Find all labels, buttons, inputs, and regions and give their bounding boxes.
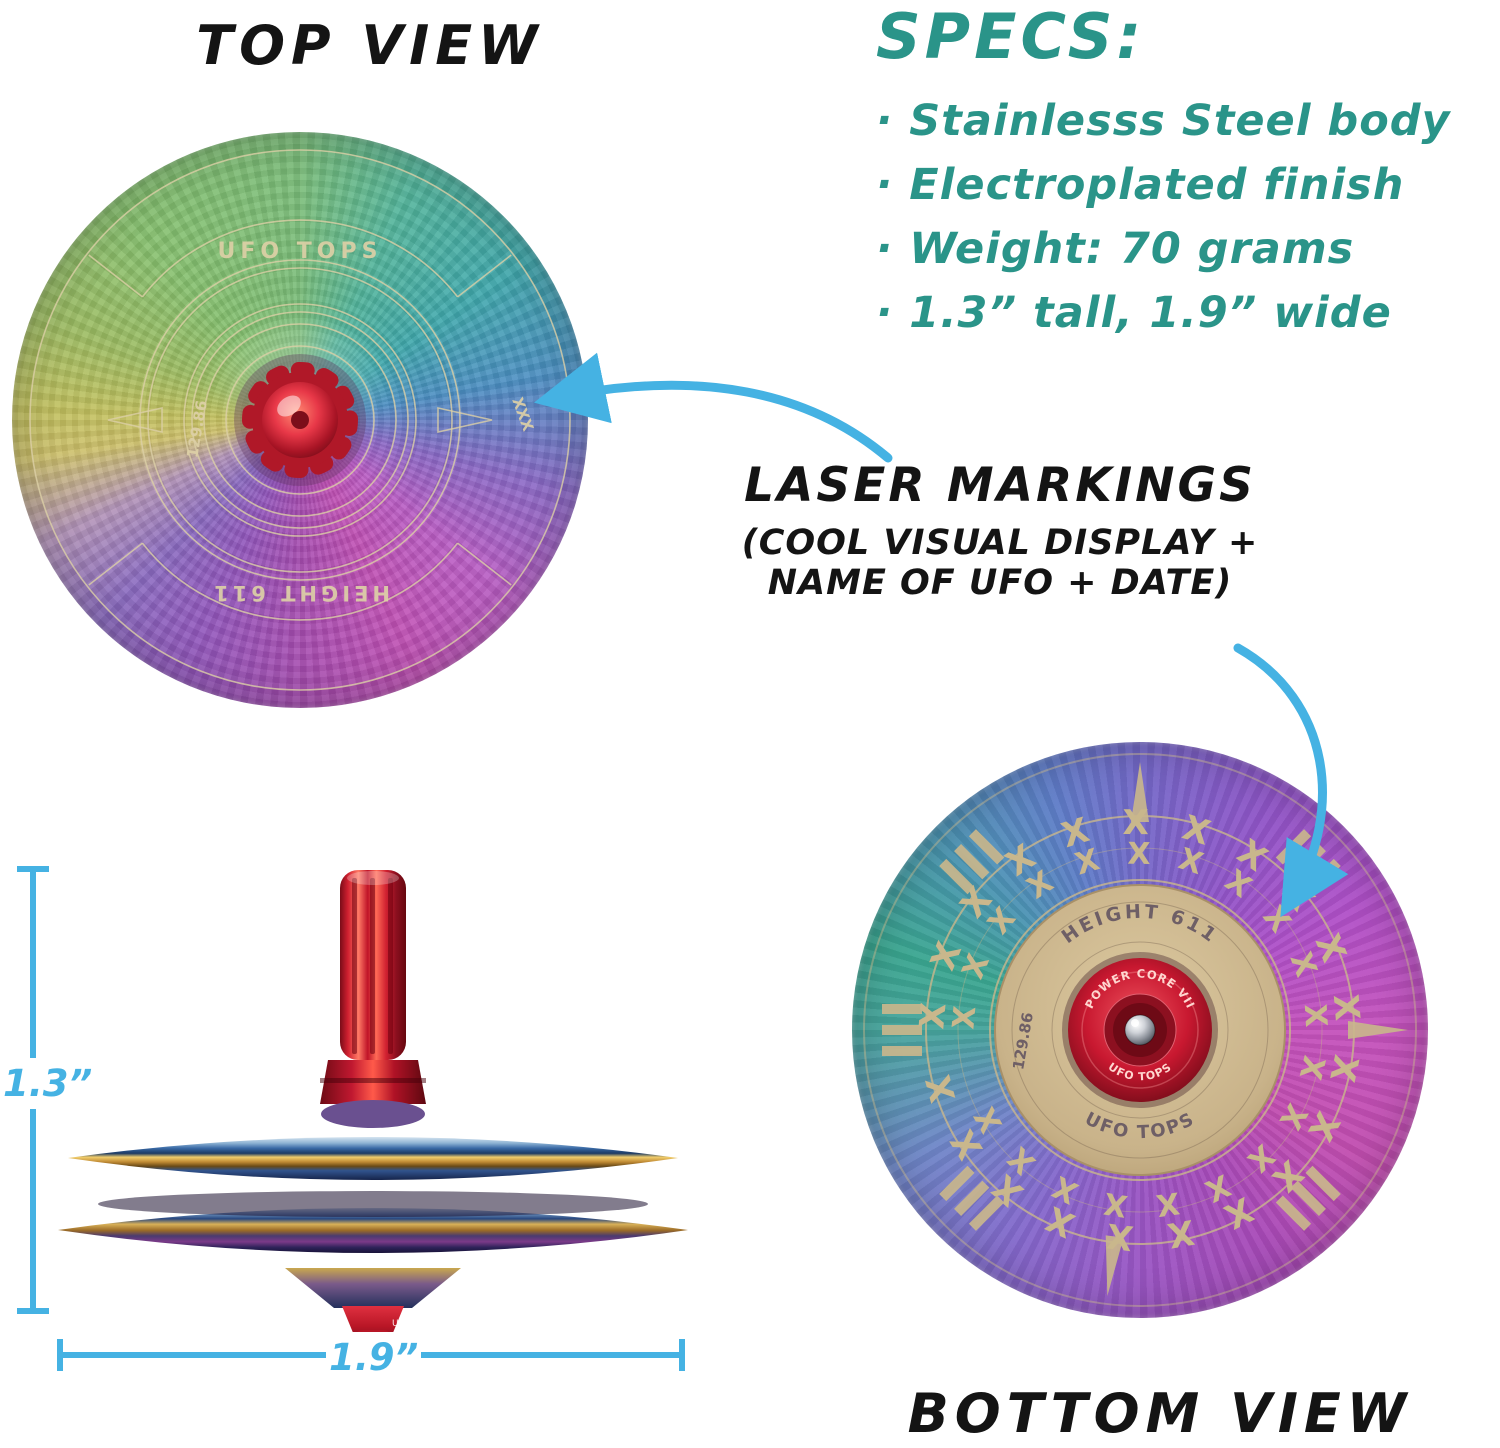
top-view-serial-engraving: 129.86: [183, 399, 211, 459]
laser-markings-note: LASER MARKINGS (COOL VISUAL DISPLAY + NA…: [710, 458, 1290, 603]
specs-section: SPECS: · Stainlesss Steel body · Electro…: [876, 0, 1496, 345]
body-neck: [321, 1100, 425, 1128]
bottom-view-title: BOTTOM VIEW: [907, 1382, 1413, 1445]
top-view-center-knob: [234, 354, 366, 486]
right-pointer-engraving: [437, 407, 493, 433]
specs-list: · Stainlesss Steel body · Electroplated …: [876, 89, 1496, 345]
specs-title: SPECS:: [876, 0, 1146, 73]
spec-item: · Stainlesss Steel body: [876, 96, 1451, 146]
left-pointer-engraving: [107, 407, 163, 433]
top-view-x-engraving: XXX: [508, 395, 537, 434]
spec-item: · Electroplated finish: [876, 160, 1405, 210]
bearing-ball: [1124, 1014, 1156, 1046]
bottom-cone: [285, 1268, 461, 1308]
side-view-photo: UFO: [58, 870, 688, 1356]
lower-disc: [58, 1208, 688, 1253]
top-view-photo: UFO TOPS HEIGHT 611 129.86 XXX: [12, 132, 588, 708]
laser-markings-subline-2: NAME OF UFO + DATE): [767, 563, 1233, 603]
power-core-hub: POWER CORE VII UFO TOPS: [1062, 952, 1218, 1108]
top-view-engravings: UFO TOPS HEIGHT 611 129.86 XXX: [29, 149, 571, 691]
top-view-brand-engraving: UFO TOPS: [218, 239, 383, 264]
spec-item: · 1.3” tall, 1.9” wide: [876, 288, 1392, 338]
bottom-view-engravings: X X X X X X X X X X X X X X X X X X X X …: [852, 742, 1417, 1307]
tip-brand-engraving: UFO: [392, 1319, 411, 1329]
top-view-height-engraving: HEIGHT 611: [210, 581, 390, 605]
disc-gap-shadow: [98, 1191, 648, 1217]
bottom-view-photo: X X X X X X X X X X X X X X X X X X X X …: [852, 742, 1428, 1318]
top-view-title: TOP VIEW: [196, 14, 544, 77]
top-view-ring-engravings: [29, 149, 571, 691]
laser-markings-subline-1: (COOL VISUAL DISPLAY +: [741, 523, 1259, 563]
laser-markings-heading: LASER MARKINGS: [744, 458, 1256, 513]
spec-item: · Weight: 70 grams: [876, 224, 1355, 274]
height-dimension-label: 1.3”: [0, 1058, 96, 1109]
upper-disc: [68, 1137, 678, 1180]
width-dimension-label: 1.9”: [326, 1332, 422, 1383]
laser-arrow-top-view: [533, 352, 893, 463]
spinner-stem: [320, 870, 426, 1104]
